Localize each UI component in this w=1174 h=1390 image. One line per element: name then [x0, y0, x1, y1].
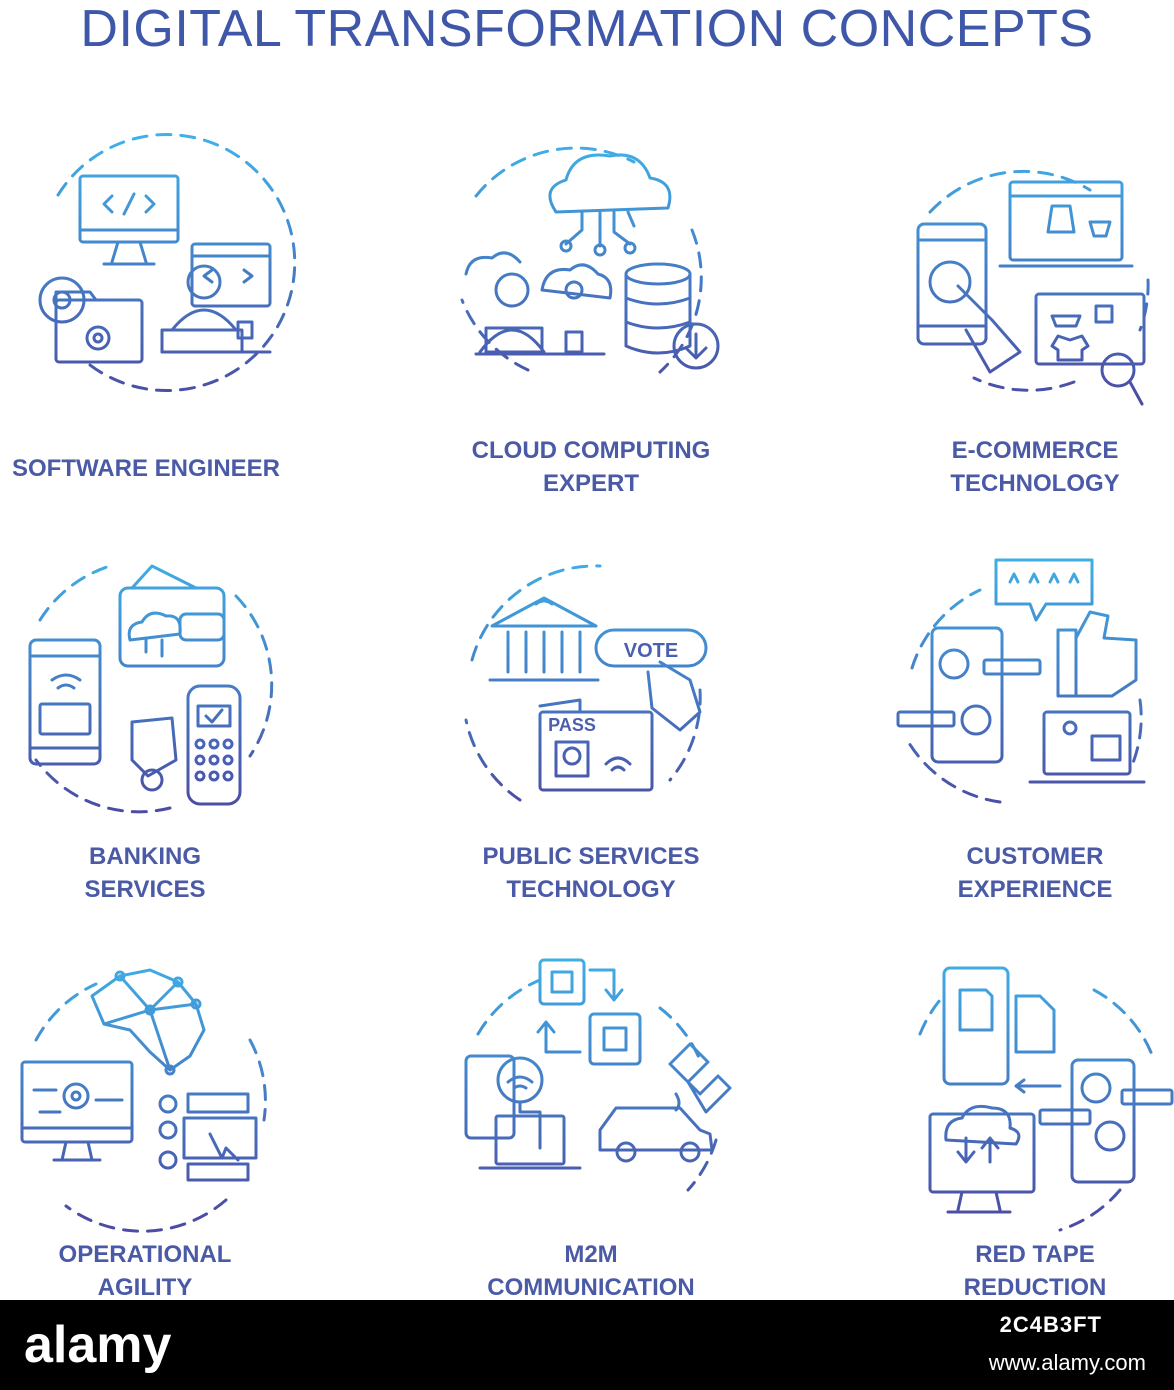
- concept-icons: VOTE PASS: [20, 133, 1174, 1233]
- operational-agility-icon: [20, 968, 267, 1233]
- vote-label: VOTE: [624, 640, 678, 662]
- alamy-logo-text: alamy: [24, 1316, 172, 1374]
- cloud-computing-icon: [460, 146, 720, 374]
- banking-services-icon: [28, 564, 274, 814]
- red-tape-reduction-icon: [918, 966, 1174, 1232]
- m2m-communication-icon: [464, 958, 732, 1192]
- footer-url: www.alamy.com: [988, 1350, 1146, 1375]
- e-commerce-icon: [916, 169, 1150, 406]
- customer-experience-icon: [896, 558, 1146, 804]
- public-services-icon: [464, 564, 708, 802]
- image-id: 2C4B3FT: [999, 1312, 1102, 1337]
- pass-label: PASS: [548, 715, 596, 735]
- alamy-logo: alamy: [24, 1316, 172, 1374]
- software-engineer-icon: [38, 133, 297, 393]
- concept-label-software-engineer: SOFTWARE ENGINEER: [11, 455, 281, 482]
- watermark-bar: alamy 2C4B3FT www.alamy.com: [0, 1300, 1174, 1390]
- page-title: DIGITAL TRANSFORMATION CONCEPTS: [80, 0, 1094, 58]
